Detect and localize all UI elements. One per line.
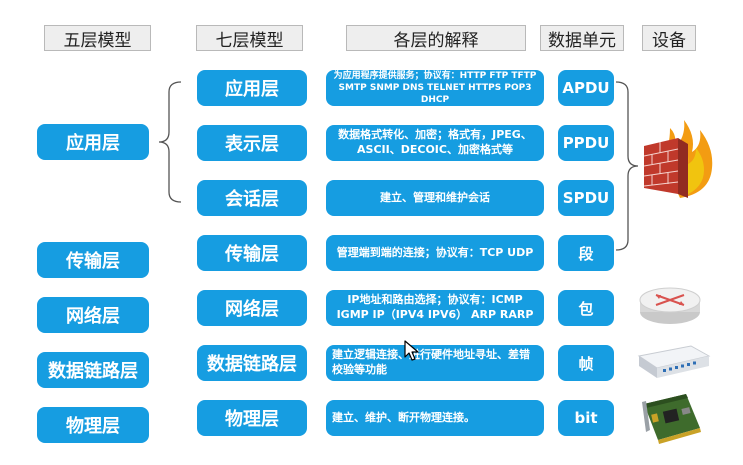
desc-application: 为应用程序提供服务；协议有：HTTP FTP TFTP SMTP SNMP DN… [326, 70, 544, 106]
desc-data-link: 建立逻辑连接、进行硬件地址寻址、差错校验等功能 [326, 345, 544, 381]
header-five-layer: 五层模型 [44, 25, 151, 51]
desc-presentation: 数据格式转化、加密；格式有，JPEG、ASCII、DECOIC、加密格式等 [326, 125, 544, 161]
unit-ppdu: PPDU [558, 125, 614, 161]
mouse-cursor-icon [404, 340, 419, 361]
network-card-icon [642, 394, 701, 444]
unit-apdu: APDU [558, 70, 614, 106]
header-explanation: 各层的解释 [346, 25, 526, 51]
desc-network: IP地址和路由选择；协议有：ICMP IGMP IP（IPV4 IPV6） AR… [326, 290, 544, 326]
seven-layer-presentation: 表示层 [197, 125, 307, 161]
desc-session: 建立、管理和维护会话 [326, 180, 544, 216]
five-layer-data-link: 数据链路层 [37, 352, 149, 388]
seven-layer-network: 网络层 [197, 290, 307, 326]
switch-icon [637, 345, 711, 378]
header-data-unit: 数据单元 [540, 25, 624, 51]
five-layer-physical: 物理层 [37, 407, 149, 443]
unit-spdu: SPDU [558, 180, 614, 216]
left-brace [158, 81, 182, 203]
firewall-icon [643, 120, 713, 198]
unit-bit: bit [558, 400, 614, 436]
desc-physical: 建立、维护、断开物理连接。 [326, 400, 544, 436]
seven-layer-session: 会话层 [197, 180, 307, 216]
five-layer-network: 网络层 [37, 297, 149, 333]
desc-transport: 管理端到端的连接；协议有：TCP UDP [326, 235, 544, 271]
five-layer-transport: 传输层 [37, 242, 149, 278]
right-brace [615, 81, 639, 251]
unit-frame: 帧 [558, 345, 614, 381]
unit-segment: 段 [558, 235, 614, 271]
seven-layer-application: 应用层 [197, 70, 307, 106]
seven-layer-transport: 传输层 [197, 235, 307, 271]
header-device: 设备 [642, 25, 696, 51]
seven-layer-physical: 物理层 [197, 400, 307, 436]
five-layer-application: 应用层 [37, 124, 149, 160]
header-seven-layer: 七层模型 [196, 25, 303, 51]
seven-layer-data-link: 数据链路层 [197, 345, 307, 381]
unit-packet: 包 [558, 290, 614, 326]
router-icon [639, 287, 701, 324]
